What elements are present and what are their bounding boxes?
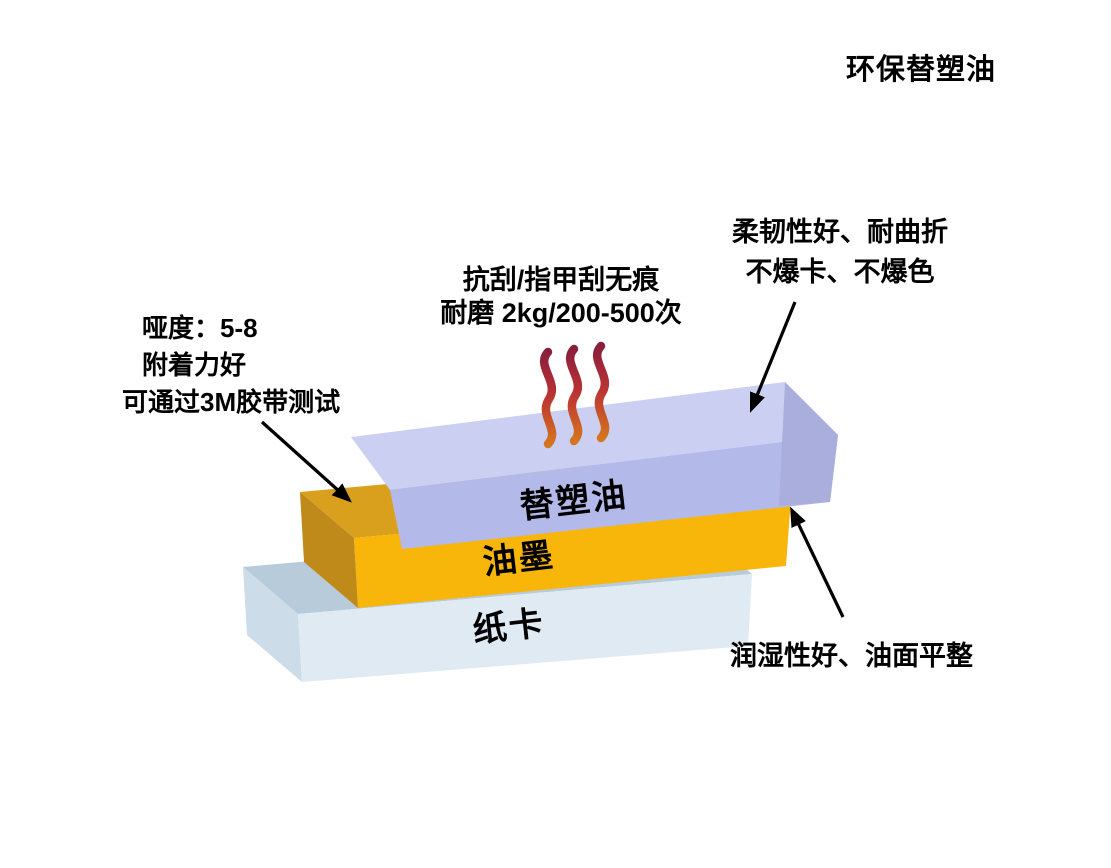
annotation-wetting: 润湿性好、油面平整 [730, 634, 973, 673]
annotation-adhesion-line3: 可通过3M胶带测试 [122, 387, 341, 417]
ink-front-face [354, 498, 791, 608]
coating-front-face [390, 435, 838, 549]
annotation-wetting-line1: 润湿性好、油面平整 [730, 641, 973, 671]
heat-wave-2 [565, 344, 583, 446]
heat-wave-1 [539, 347, 557, 449]
annotation-scratch-line1: 抗刮/指甲刮无痕 [462, 265, 660, 295]
paper-card-front-face [298, 574, 752, 682]
layer-coating [351, 382, 838, 549]
paper-card-end-face [243, 567, 302, 682]
annotation-adhesion-line2: 附着力好 [142, 350, 247, 380]
annotation-flexibility-line2: 不爆卡、不爆色 [745, 257, 935, 287]
arrow-adhesion-to-stack [260, 420, 352, 503]
coating-end-face [779, 382, 838, 506]
annotation-flexibility: 柔韧性好、耐曲折 不爆卡、不爆色 [700, 212, 980, 292]
arrow-wetting-to-ink [790, 506, 845, 618]
annotation-flexibility-line1: 柔韧性好、耐曲折 [732, 217, 948, 247]
heat-wave-icon [539, 341, 610, 449]
heat-wave-3 [592, 341, 610, 443]
arrow-flexibility-to-coating [749, 301, 797, 413]
paper-card-label: 纸卡 [471, 604, 547, 650]
ink-end-face [300, 492, 358, 608]
annotation-scratch-line2: 耐磨 2kg/200-500次 [440, 298, 682, 328]
annotation-adhesion: 哑度：5-8 附着力好 可通过3M胶带测试 [122, 310, 340, 421]
ink-label: 油墨 [481, 536, 557, 582]
page-title: 环保替塑油 [845, 54, 996, 86]
coating-top-face [351, 382, 838, 490]
annotation-scratch-resistance: 抗刮/指甲刮无痕 耐磨 2kg/200-500次 [405, 264, 717, 330]
annotation-adhesion-line1: 哑度：5-8 [142, 313, 258, 343]
annotation-arrows [260, 301, 845, 618]
